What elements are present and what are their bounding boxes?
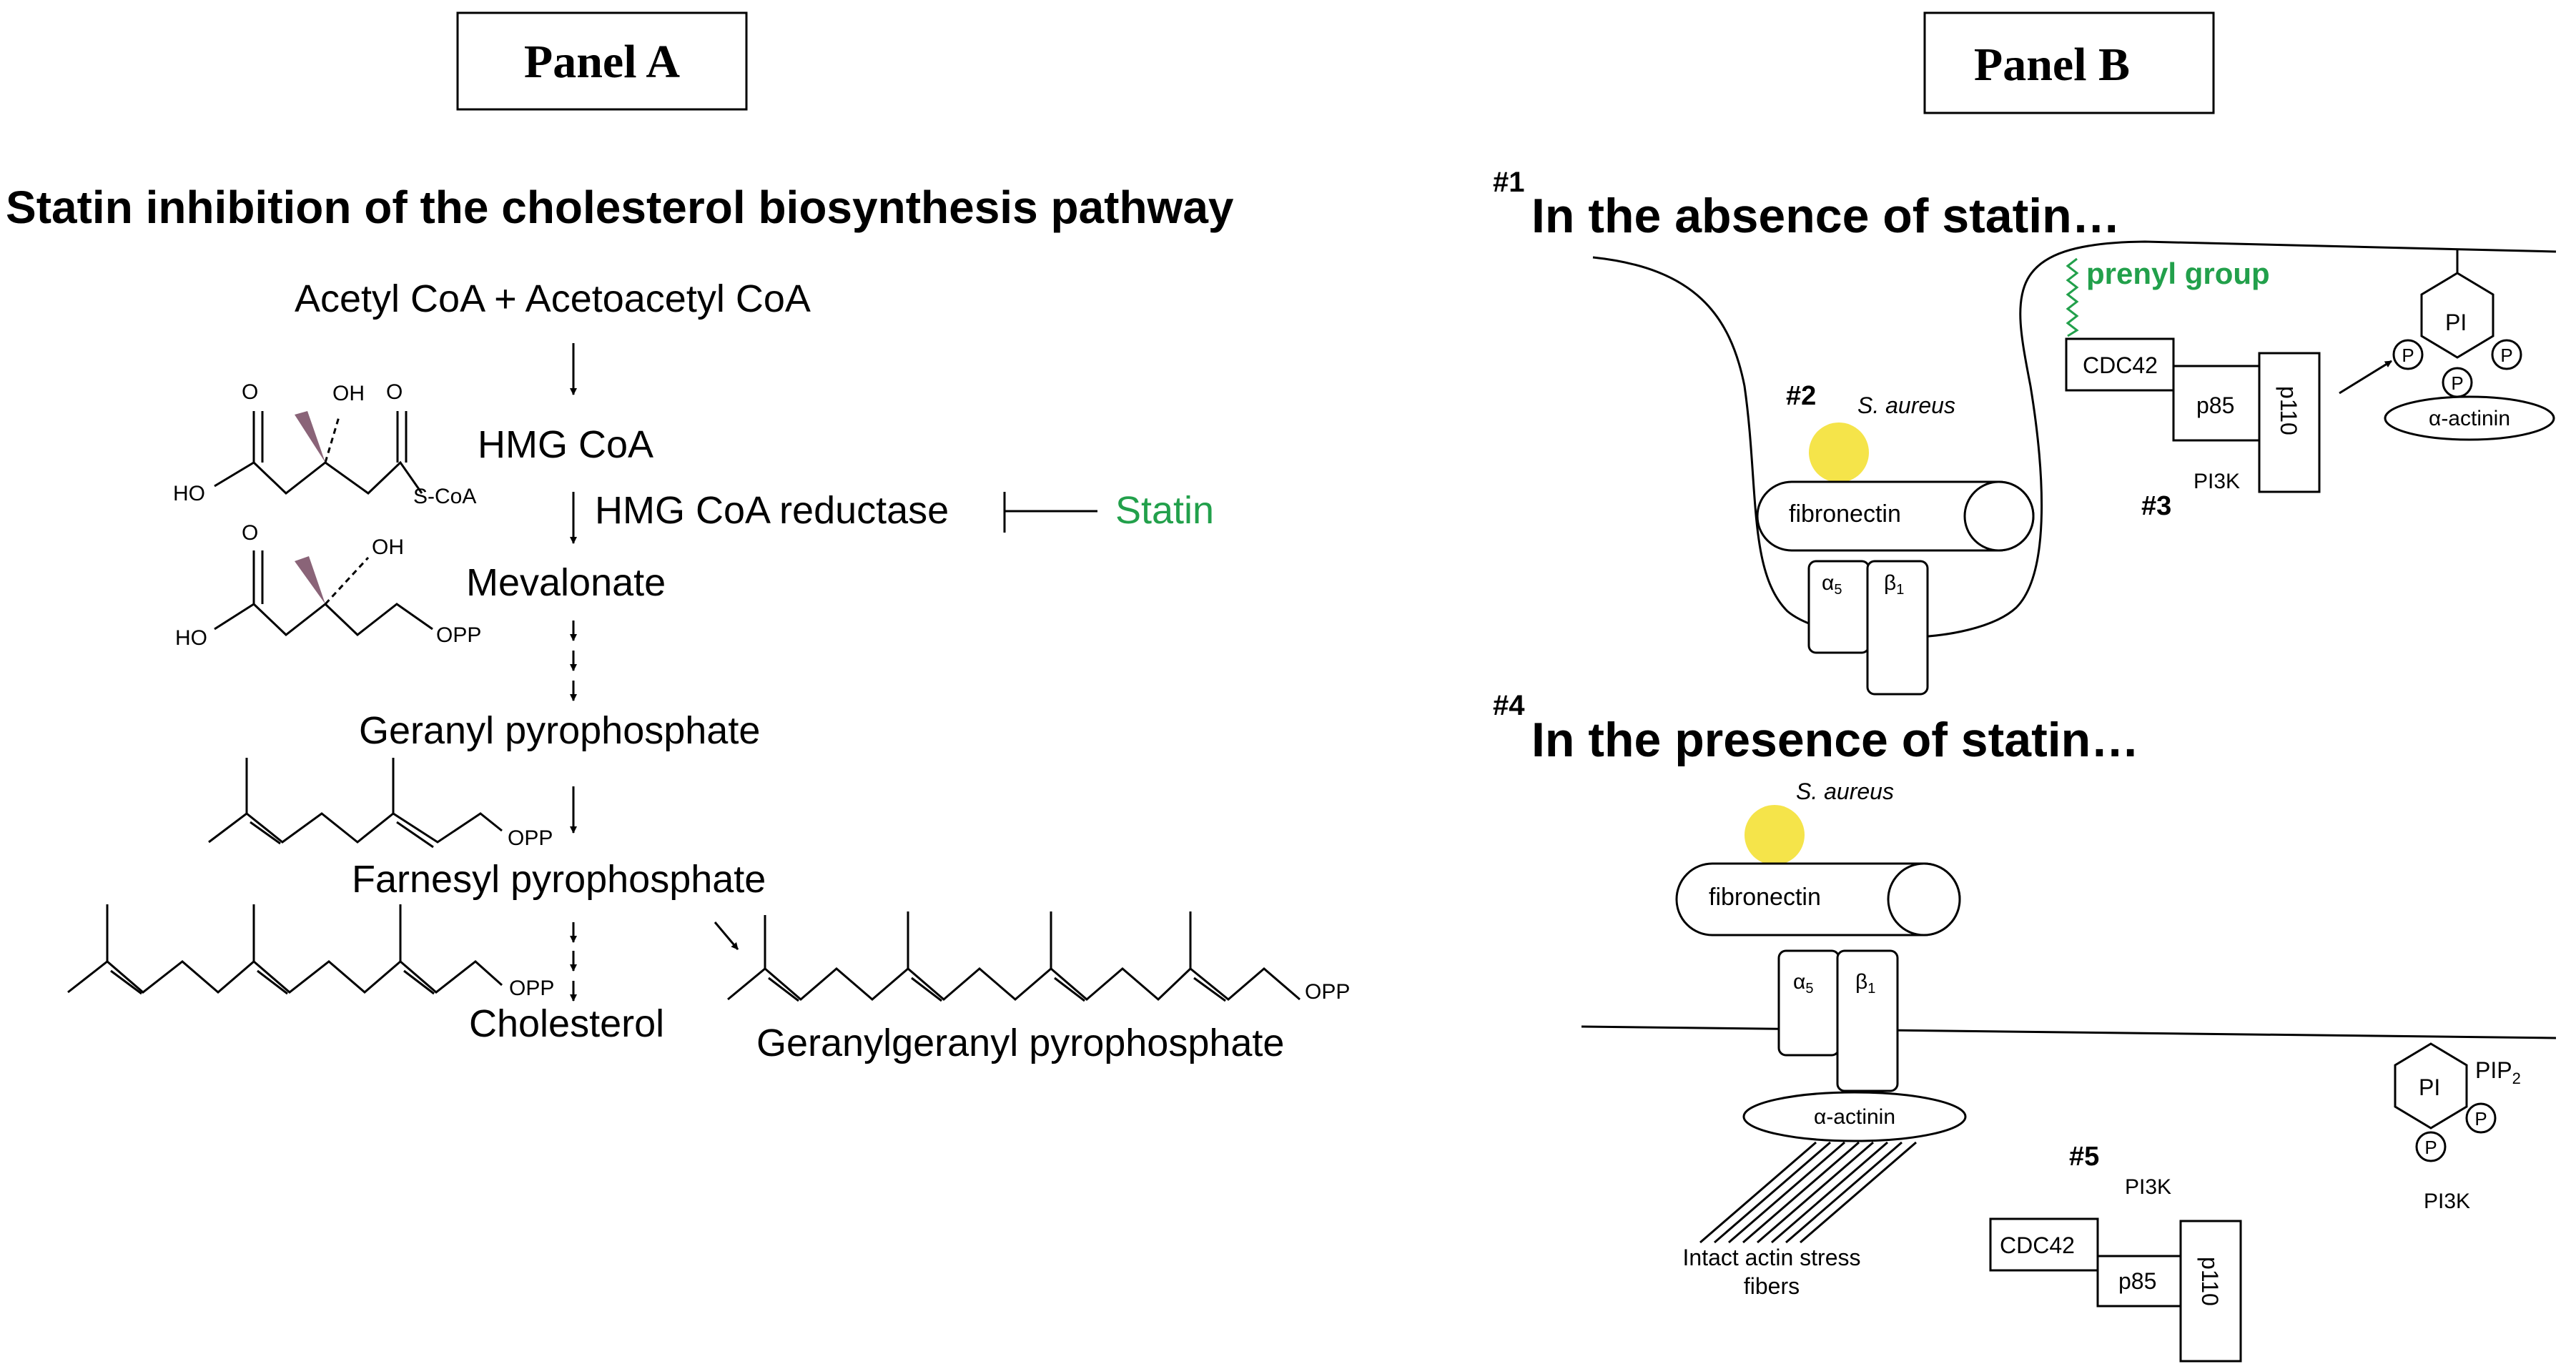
actin-fibers-label-2: fibers — [1744, 1273, 1800, 1299]
alpha-actinin-bottom — [1742, 1091, 1967, 1142]
absence-title: In the absence of statin… — [1531, 189, 2121, 243]
actin-fibers-label-1: Intact actin stress — [1683, 1245, 1861, 1270]
ggpp-opp: OPP — [1305, 980, 1350, 1004]
fibronectin-top-label: fibronectin — [1789, 500, 1901, 528]
phosphate-bottom-1 — [2415, 1131, 2447, 1162]
alpha-actinin-bottom-label: α-actinin — [1814, 1105, 1895, 1129]
absence-number: #1 — [1493, 167, 1525, 198]
mev-o: O — [242, 521, 258, 545]
phosphate-top-3 — [2491, 339, 2522, 370]
statin-inhibition — [1003, 492, 1097, 533]
alpha-actinin-top-label: α-actinin — [2429, 407, 2510, 430]
p85-top-label: p85 — [2196, 392, 2234, 418]
alpha-actinin-top — [2384, 395, 2555, 441]
phosphate-top-1 — [2392, 339, 2424, 370]
pi3k-right-label: PI3K — [2424, 1190, 2470, 1213]
phosphate-bottom-1-label: P — [2424, 1137, 2437, 1158]
number-3: #3 — [2141, 491, 2171, 521]
mev-oh: OH — [372, 535, 404, 559]
phosphate-top-3-label: P — [2500, 345, 2512, 366]
phosphate-bottom-2 — [2465, 1102, 2497, 1134]
fibronectin-bottom — [1675, 862, 1961, 936]
pi3k-bottom-label: PI3K — [2125, 1175, 2171, 1199]
geranyl-structure — [208, 758, 503, 849]
hmg-o1: O — [242, 380, 258, 404]
hmg-ho: HO — [173, 482, 205, 505]
pip2-label: PIP2 — [2475, 1057, 2521, 1087]
prenyl-label: prenyl group — [2086, 257, 2270, 290]
pi-hexagon-bottom — [2394, 1042, 2468, 1130]
p85-bottom-label: p85 — [2118, 1268, 2156, 1294]
prenyl-zigzag — [2066, 257, 2079, 337]
presence-number: #4 — [1493, 690, 1525, 721]
mevalonate-structure — [214, 550, 433, 636]
alpha5-top — [1807, 560, 1870, 654]
phosphate-top-2-label: P — [2451, 372, 2463, 394]
mevalonate-label: Mevalonate — [466, 561, 666, 604]
panel-a-label-box — [456, 11, 748, 111]
panel-a-label: Panel A — [524, 36, 681, 88]
cdc42-bottom-label: CDC42 — [2000, 1232, 2075, 1258]
hmg-coa-reductase-label: HMG CoA reductase — [595, 489, 949, 532]
p110-top-label: p110 — [2276, 386, 2301, 435]
panel-a: Panel A Statin inhibition of the cholest… — [6, 11, 1350, 1064]
fibronectin-bottom-label: fibronectin — [1709, 884, 1821, 911]
phosphate-top-1-label: P — [2402, 345, 2414, 366]
panel-a-title: Statin inhibition of the cholesterol bio… — [6, 182, 1234, 233]
panel-b-label-box — [1923, 11, 2215, 114]
farnesyl-opp: OPP — [509, 977, 554, 1000]
geranyl-opp: OPP — [508, 826, 553, 850]
p85-bottom — [2096, 1255, 2182, 1308]
pi3k-to-pi-arrow — [2339, 360, 2392, 395]
cdc42-bottom — [1989, 1217, 2099, 1272]
s-aureus-top — [1809, 422, 1869, 483]
hmg-o2: O — [386, 380, 403, 404]
panel-b: Panel B #1 In the absence of statin… #2 … — [1493, 11, 2557, 1363]
hmg-coa-structure — [214, 411, 423, 495]
pi-bottom-label: PI — [2419, 1074, 2440, 1100]
cdc42-top — [2065, 337, 2175, 392]
statin-label: Statin — [1115, 489, 1214, 532]
alpha5-top-label: α5 — [1822, 571, 1842, 598]
p110-bottom-label: p110 — [2197, 1257, 2223, 1306]
s-aureus-top-label: S. aureus — [1857, 392, 1955, 418]
panel-b-label: Panel B — [1974, 39, 2130, 91]
phosphate-bottom-2-label: P — [2474, 1108, 2487, 1130]
mev-opp: OPP — [436, 623, 481, 647]
presence-title: In the presence of statin… — [1531, 713, 2139, 767]
membrane-bottom — [1581, 1025, 2557, 1039]
hmg-coa-label: HMG CoA — [478, 423, 653, 466]
s-aureus-bottom — [1745, 805, 1805, 865]
beta1-top-label: β1 — [1884, 571, 1904, 598]
cdc42-top-label: CDC42 — [2083, 352, 2158, 378]
ggpp-structure — [727, 911, 1301, 1002]
fibronectin-top — [1756, 480, 2035, 552]
mev-ho: HO — [175, 626, 207, 650]
beta1-top — [1866, 560, 1929, 696]
farnesyl-pp-label: Farnesyl pyrophosphate — [352, 858, 766, 901]
acetyl-coa-label: Acetyl CoA + Acetoacetyl CoA — [295, 277, 811, 320]
cholesterol-label: Cholesterol — [469, 1002, 664, 1045]
pathway-arrows — [570, 343, 739, 1002]
hmg-oh: OH — [332, 382, 365, 405]
p110-bottom — [2179, 1220, 2242, 1363]
alpha5-bottom — [1777, 949, 1840, 1057]
alpha5-bottom-label: α5 — [1793, 970, 1813, 997]
hmg-scoa: S-CoA — [413, 485, 476, 508]
number-2: #2 — [1786, 381, 1816, 411]
farnesyl-structure — [67, 904, 503, 995]
pi-top-label: PI — [2445, 310, 2467, 335]
s-aureus-bottom-label: S. aureus — [1796, 779, 1894, 804]
pi3k-top-label: PI3K — [2193, 470, 2240, 493]
geranyl-pp-label: Geranyl pyrophosphate — [359, 709, 760, 752]
number-5: #5 — [2069, 1142, 2099, 1172]
ggpp-label: Geranylgeranyl pyrophosphate — [756, 1022, 1284, 1064]
beta1-bottom-label: β1 — [1855, 970, 1875, 997]
actin-stress-fibers — [1699, 1141, 1917, 1244]
pi-hexagon-top — [2420, 272, 2494, 359]
beta1-bottom — [1836, 949, 1899, 1092]
p110-top — [2258, 352, 2321, 493]
